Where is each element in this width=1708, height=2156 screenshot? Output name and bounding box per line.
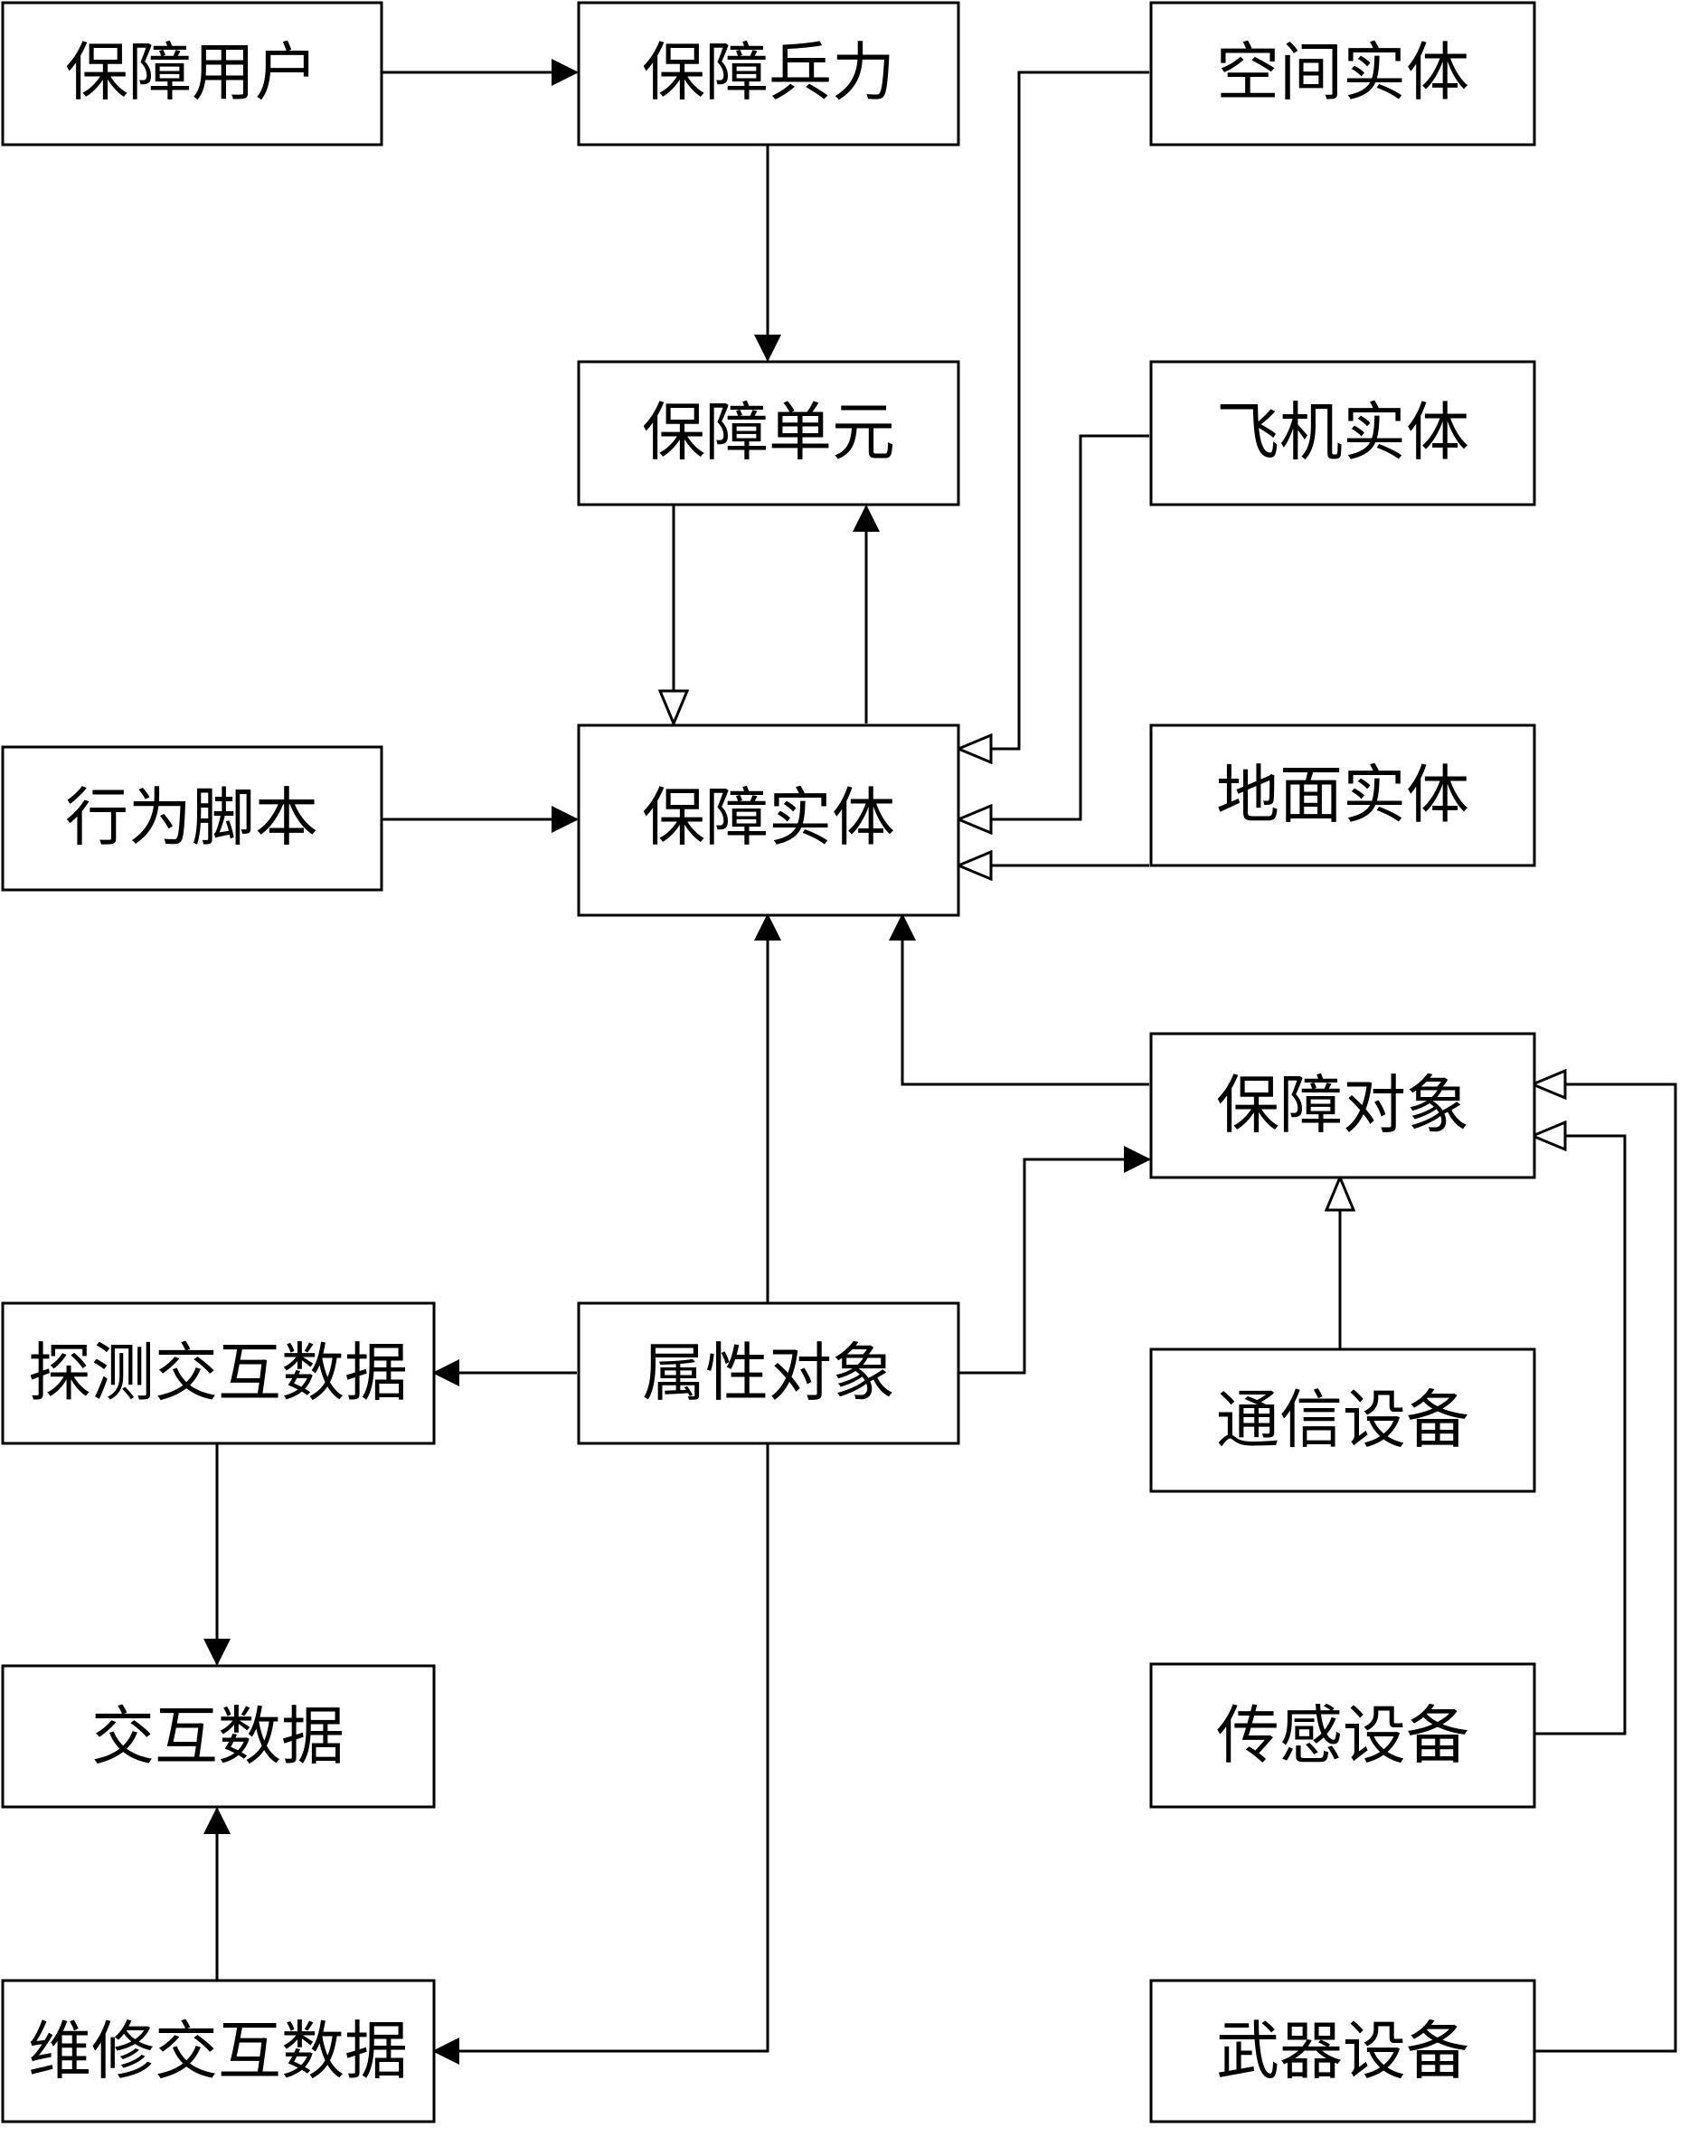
node-attribute-object: 属性对象	[577, 1301, 960, 1445]
node-label: 交互数据	[91, 1699, 344, 1773]
edge-space-entity-to-support-entity	[958, 71, 1149, 749]
edge-attribute-object-to-support-object	[958, 1146, 1151, 1375]
node-weapon-equipment: 武器设备	[1149, 1979, 1536, 2123]
node-label: 保障用户	[65, 35, 318, 109]
node-label: 保障对象	[1216, 1068, 1469, 1142]
edge-sensor-equipment-to-support-object	[1533, 1136, 1627, 1735]
node-label: 飞机实体	[1216, 395, 1469, 469]
node-label: 传感设备	[1216, 1698, 1469, 1773]
edges	[203, 59, 1677, 2065]
edge-aircraft-entity-to-support-entity	[958, 434, 1149, 819]
node-aircraft-entity: 飞机实体	[1149, 360, 1536, 506]
node-ground-entity: 地面实体	[1149, 723, 1536, 867]
node-label: 探测交互数据	[28, 1336, 408, 1410]
node-support-entity: 保障实体	[577, 723, 960, 917]
node-label: 保障单元	[642, 395, 895, 469]
node-comm-equipment: 通信设备	[1149, 1348, 1536, 1493]
node-maintenance-interaction-data: 维修交互数据	[1, 1979, 436, 2123]
node-label: 属性对象	[642, 1336, 895, 1410]
edge-weapon-equipment-to-support-object	[1533, 1084, 1677, 2053]
edge-support-object-to-support-entity	[889, 913, 1149, 1086]
node-label: 保障兵力	[642, 35, 895, 109]
node-label: 通信设备	[1216, 1383, 1469, 1457]
node-support-unit: 保障单元	[577, 360, 960, 506]
node-support-user: 保障用户	[1, 1, 383, 147]
node-label: 空间实体	[1216, 35, 1469, 109]
node-label: 行为脚本	[65, 780, 318, 855]
node-label: 地面实体	[1216, 758, 1469, 832]
node-support-force: 保障兵力	[577, 1, 960, 147]
node-label: 维修交互数据	[28, 2014, 408, 2088]
node-label: 武器设备	[1216, 2014, 1469, 2088]
edge-attribute-object-to-maintenance-interaction-data	[432, 1443, 769, 2065]
node-label: 保障实体	[642, 780, 895, 855]
node-sensor-equipment: 传感设备	[1149, 1662, 1536, 1809]
node-behavior-script: 行为脚本	[1, 745, 383, 892]
node-support-object: 保障对象	[1149, 1032, 1536, 1179]
node-detect-interaction-data: 探测交互数据	[1, 1301, 436, 1445]
node-interaction-data: 交互数据	[1, 1664, 436, 1809]
node-space-entity: 空间实体	[1149, 1, 1536, 147]
